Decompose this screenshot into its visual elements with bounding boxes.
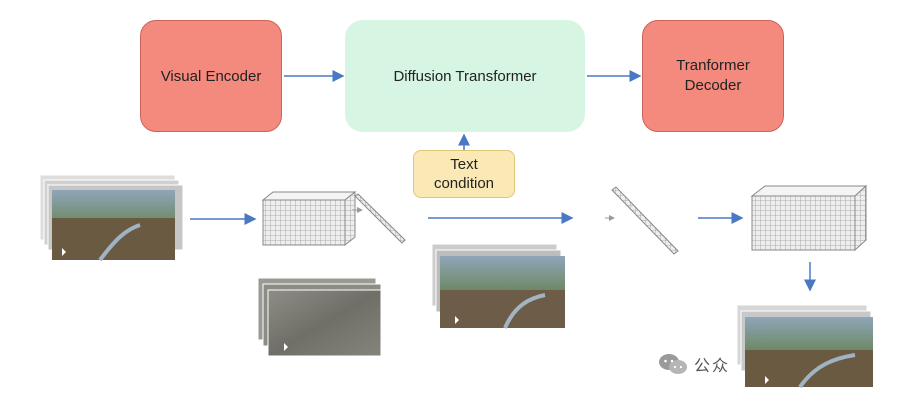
wechat-icon — [659, 354, 687, 374]
visual-encoder-box: Visual Encoder — [140, 20, 282, 132]
token-strip-1 — [354, 193, 406, 244]
transformer-decoder-label: Tranformer Decoder — [676, 57, 750, 94]
latent-cube-2 — [750, 184, 868, 252]
text-condition-label: Text condition — [433, 156, 495, 192]
input-video-stack — [39, 174, 184, 262]
noised-video-stack — [431, 243, 565, 329]
transformer-decoder-box: Tranformer Decoder — [642, 20, 784, 132]
watermark: 公众 — [658, 352, 730, 376]
text-condition-box: Text condition — [413, 150, 515, 198]
visual-encoder-label: Visual Encoder — [160, 67, 262, 85]
diffusion-transformer-label: Diffusion Transformer — [393, 67, 537, 85]
diffusion-transformer-box: Diffusion Transformer — [345, 20, 585, 132]
noise-video-stack — [257, 277, 382, 357]
watermark-text: 公众 — [694, 358, 731, 375]
latent-cube-1 — [261, 190, 357, 247]
token-strip-2 — [611, 186, 679, 255]
output-video-stack — [736, 304, 873, 389]
